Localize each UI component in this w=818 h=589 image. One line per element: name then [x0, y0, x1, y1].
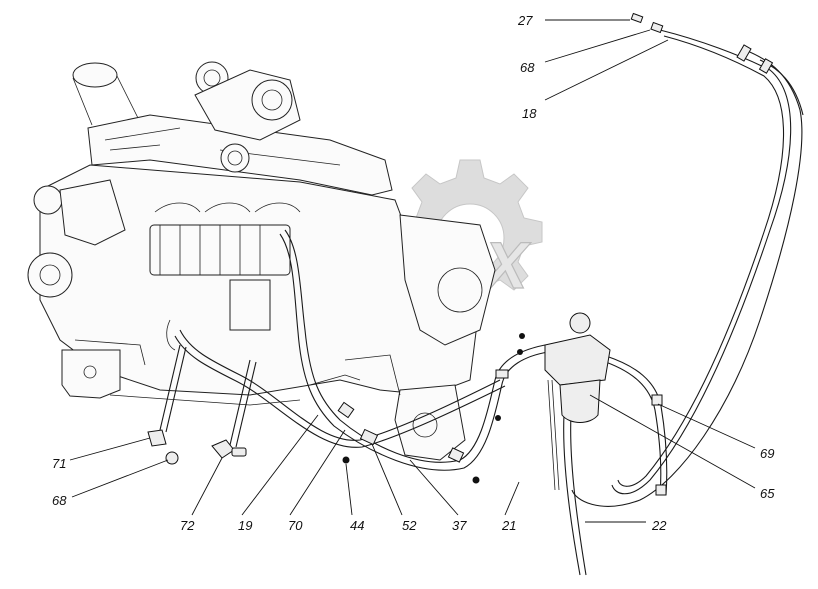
callout-71: 71: [52, 456, 66, 471]
fitting-71: [147, 429, 167, 447]
engine-mount-front: [61, 349, 121, 399]
clamp-37: [447, 447, 465, 463]
callout-65: 65: [760, 486, 775, 501]
flywheel-housing: [399, 214, 496, 346]
fitting-68-top: [650, 21, 664, 34]
fitting-44: [342, 456, 350, 464]
callout-72: 72: [180, 518, 195, 533]
fitting-27: [630, 12, 644, 24]
fuel-line-to-pump: [284, 229, 546, 463]
alternator: [27, 179, 126, 298]
turbocharger: [194, 61, 301, 141]
callout-70: 70: [288, 518, 303, 533]
callout-44: 44: [350, 518, 364, 533]
callout-27: 27: [517, 13, 533, 28]
injection-pump: [149, 202, 301, 331]
callout-37: 37: [452, 518, 467, 533]
callout-68-bottom: 68: [52, 493, 67, 508]
filler-cap: [220, 143, 250, 173]
leader-lines: [69, 19, 756, 523]
oil-filter: [72, 62, 118, 88]
callout-52: 52: [402, 518, 417, 533]
callout-69: 69: [760, 446, 774, 461]
callout-labels: 27 68 18 69 65 71 68 72 19 70 44 52 37 2…: [52, 13, 775, 533]
engine-assembly: [27, 61, 496, 461]
fuel-line-supply: [563, 399, 581, 576]
clamp-52: [359, 428, 379, 446]
callout-21: 21: [501, 518, 516, 533]
callout-22: 22: [651, 518, 667, 533]
callout-68-top: 68: [520, 60, 535, 75]
fittings: [147, 12, 774, 496]
callout-18: 18: [522, 106, 537, 121]
fuel-filter: [517, 312, 611, 491]
callout-19: 19: [238, 518, 252, 533]
fitting-68-bottom: [165, 451, 179, 465]
engine-mount-rear: [394, 384, 466, 461]
fuel-line-return: [611, 29, 792, 495]
